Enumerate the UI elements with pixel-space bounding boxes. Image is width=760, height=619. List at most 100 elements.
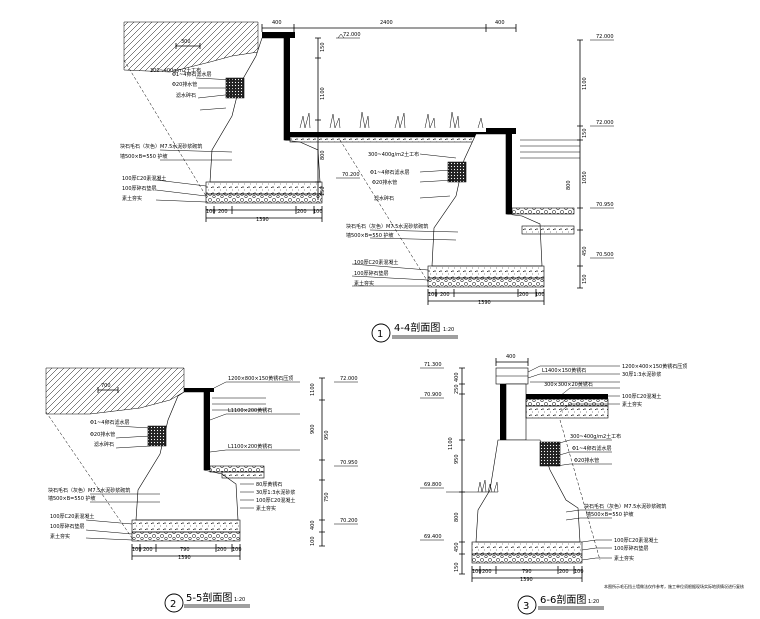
label-66-c: L1400×150黄锈石	[542, 367, 586, 374]
label-66-m: 100厚碎石垫层	[614, 545, 649, 552]
vdim-44-l1: 150	[320, 42, 326, 52]
bottom-dim-line-44b	[427, 289, 545, 305]
label-55-e: 30厚1:3水泥砂浆	[256, 489, 295, 496]
excavation-line-44b	[339, 139, 429, 283]
stone-wall-44a	[209, 37, 321, 183]
gravel-base-66	[471, 553, 583, 564]
hatch-lines-44	[520, 139, 580, 159]
post-shaft-66	[500, 384, 506, 440]
label-44-a5: 块石毛石（灰色）M7.5水泥砂浆砌筑	[120, 143, 202, 150]
label-55-k: 块石毛石（灰色）M7.5水泥砂浆砌筑	[48, 487, 130, 494]
title-number-44: 1	[377, 329, 383, 340]
label-44-a3: 滤水碎石	[176, 92, 196, 99]
title-55: 5-5剖面图	[186, 591, 232, 604]
label-66-i: Φ20排水管	[574, 457, 599, 464]
bdim-44a-total: 1390	[256, 217, 269, 223]
elev-66-1: 71.300	[424, 362, 442, 368]
vdim-66-2: 250	[454, 384, 460, 394]
label-55-j: 滤水碎石	[94, 441, 114, 448]
label-66-n: 素土夯实	[614, 555, 634, 562]
label-55-m: 100厚C20素混凝土	[50, 513, 94, 520]
title-circle-55	[164, 593, 184, 613]
label-55-i: Φ20排水管	[90, 431, 115, 438]
bottom-dim-line-55	[131, 544, 241, 560]
concrete-footing-44b	[427, 265, 545, 279]
post-body-66	[505, 383, 527, 441]
vdim-44-r3: 1050	[582, 171, 588, 184]
label-55-o: 素土夯实	[50, 533, 70, 540]
leaders-44b	[351, 153, 459, 287]
title-underline-66	[538, 606, 604, 610]
label-66-e: 100厚C20混凝土	[622, 393, 661, 400]
label-66-k: 墙500×B=550 护坡	[586, 511, 634, 518]
label-44-a8: 100厚碎石垫层	[122, 185, 157, 192]
bdim-66-1: 100	[472, 569, 482, 575]
bdim-44b-3: 200	[519, 292, 529, 298]
top-paving-66	[526, 394, 608, 399]
leaders-44a	[155, 77, 236, 203]
lower-paving-55	[209, 465, 265, 473]
label-55-c: L1100×200黄锈石	[228, 443, 272, 450]
bdim-44b-2: 200	[440, 292, 450, 298]
label-66-f: 素土夯实	[622, 401, 642, 408]
vdim-55-5: 400	[310, 520, 316, 530]
small-dim-44: 300	[181, 39, 191, 45]
vdim-line-66-left	[459, 367, 465, 575]
label-55-g: 素土夯实	[256, 505, 276, 512]
label-44-a1: Φ1~4卵石滤水层	[172, 71, 212, 78]
top-dim-2: 2400	[380, 20, 393, 26]
concrete-footing-55	[131, 519, 241, 533]
label-66-d: 300×300×20黄锈石	[544, 381, 593, 388]
label-66-j: 块石毛石（灰色）M7.5水泥砂浆砌筑	[584, 503, 666, 510]
label-55-l: 墙500×B=550 护坡	[48, 495, 96, 502]
vdim-44-l4: 150	[320, 186, 326, 196]
vdim-55-2: 900	[310, 424, 316, 434]
label-44-b6: 墙500×B=550 护坡	[346, 232, 394, 239]
label-44-a6: 墙500×B=550 护坡	[120, 153, 168, 160]
title-44: 4-4剖面图	[394, 321, 440, 334]
vdim-44-r4: 800	[566, 180, 572, 190]
bdim-44b-4: 100	[535, 292, 545, 298]
scale-55: 1:20	[234, 597, 245, 603]
vdim-44-l3: 800	[320, 150, 326, 160]
vdim-55-6: 100	[310, 536, 316, 546]
top-dim-1: 400	[272, 20, 282, 26]
label-44-b9: 素土夯实	[354, 280, 374, 287]
hatch-lines-55	[212, 397, 266, 411]
elev-66-3: 69.800	[424, 482, 442, 488]
bdim-55-3: 790	[180, 547, 190, 553]
wall-facing-44b	[486, 128, 516, 214]
vdim-66-5: 800	[454, 512, 460, 522]
bdim-44a-3: 200	[297, 209, 307, 215]
title-circle-44	[371, 323, 391, 343]
title-circle-66	[517, 595, 537, 615]
label-44-b8: 100厚碎石垫层	[354, 270, 389, 277]
bdim-44b-total: 1390	[478, 300, 491, 306]
elev-44-3: 70.200	[342, 172, 360, 178]
vdim-66-6: 450	[454, 542, 460, 552]
label-44-b2: Φ1~4卵石滤水层	[370, 169, 410, 176]
bdim-55-total: 1390	[178, 555, 191, 561]
label-44-b1: 300~400g/m2土工布	[368, 151, 419, 158]
label-55-a: 1200×800×150黄锈石压顶	[228, 375, 293, 382]
vdim-line-44-right	[577, 39, 583, 289]
gravel-base-55	[131, 531, 241, 542]
bottom-dim-line-66	[471, 566, 583, 582]
label-44-a9: 素土夯实	[122, 195, 142, 202]
vdim-66-7: 150	[454, 562, 460, 572]
section-6-6: 400 400 250 1100 950 800 450 150 71.300 …	[420, 354, 687, 615]
gravel-base-44b	[427, 277, 545, 288]
lower-paving-44	[511, 207, 575, 215]
leaders-66	[527, 365, 620, 561]
vdim-55-4: 750	[324, 492, 330, 502]
small-dim-55: 700	[101, 383, 111, 389]
label-66-g: 300~400g/m2土工布	[570, 433, 621, 440]
excavation-line-55	[45, 411, 133, 539]
paving-bed-66	[525, 405, 609, 419]
filter-pocket-55	[147, 425, 167, 447]
label-66-b: 30厚1:3水泥砂浆	[622, 371, 661, 378]
vdim-66-1: 400	[454, 372, 460, 382]
elev-44-top: 72.000	[596, 34, 614, 40]
bdim-44b-1: 100	[428, 292, 438, 298]
vdim-55-3: 950	[324, 430, 330, 440]
